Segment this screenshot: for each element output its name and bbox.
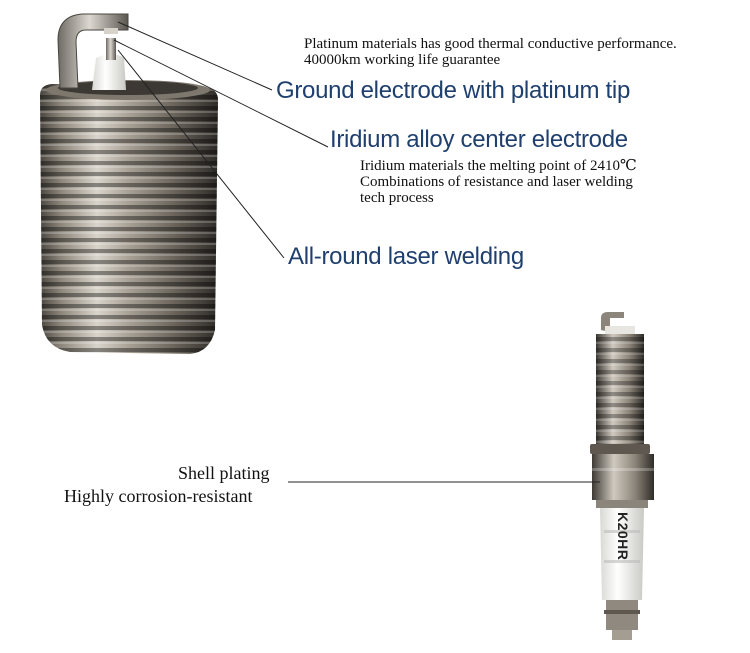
full-spark-plug	[590, 312, 654, 640]
iridium-note-line1: Iridium materials the melting point of 2…	[360, 158, 637, 174]
leader-ground	[117, 21, 273, 91]
iridium-electrode-heading: Iridium alloy center electrode	[330, 126, 628, 153]
iridium-note-line2: Combinations of resistance and laser wel…	[360, 174, 633, 190]
leader-welding	[117, 49, 285, 259]
insulator-marking: K20HR	[615, 512, 631, 560]
shell-corrosion-label: Highly corrosion-resistant	[64, 486, 253, 506]
leader-iridium	[113, 39, 329, 148]
iridium-note-line3: tech process	[360, 190, 434, 206]
laser-welding-heading: All-round laser welding	[288, 243, 524, 270]
closeup-plug	[40, 13, 218, 354]
ground-note-line2: 40000km working life guarantee	[304, 52, 501, 68]
ground-note-line1: Platinum materials has good thermal cond…	[304, 36, 677, 52]
leader-lines	[113, 21, 600, 483]
shell-plating-label: Shell plating	[178, 463, 270, 483]
ground-electrode-heading: Ground electrode with platinum tip	[276, 77, 630, 104]
